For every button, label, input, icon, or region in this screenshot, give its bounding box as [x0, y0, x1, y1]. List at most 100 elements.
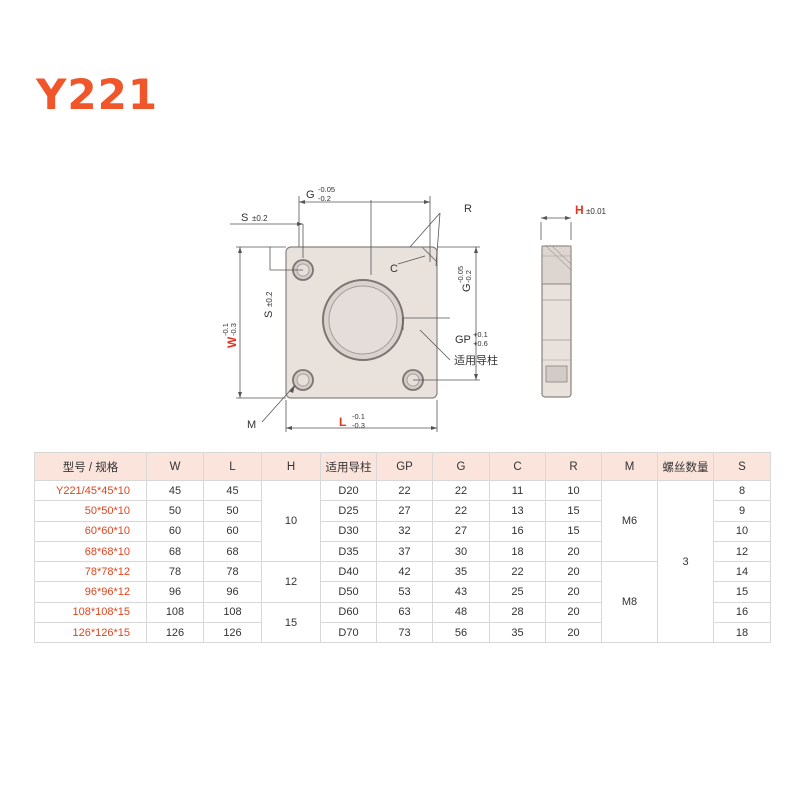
cell-w: 60 [146, 520, 204, 542]
cell-gp: 73 [376, 622, 433, 644]
dim-l: L [339, 415, 346, 429]
cell-g: 22 [432, 500, 490, 522]
dim-g-side-tol-upper: -0.05 [456, 266, 465, 283]
cell-s: 9 [713, 500, 771, 522]
header-s: S [713, 452, 771, 481]
cell-model: 108*108*15 [34, 601, 147, 624]
dim-h-tol: ±0.01 [586, 207, 607, 216]
cell-w: 96 [146, 581, 204, 603]
cell-m: M8 [601, 561, 658, 644]
dim-h: H [575, 203, 584, 217]
cell-post: D40 [320, 561, 377, 583]
technical-drawing: G -0.05 -0.2 R S ±0.2 S ±0.2 C W -0.1 -0… [221, 185, 607, 432]
cell-w: 108 [146, 601, 204, 624]
header-screw-count: 螺丝数量 [657, 452, 714, 481]
dim-g-side-tol-lower: -0.2 [464, 270, 473, 283]
cell-l: 96 [203, 581, 262, 603]
cell-s: 12 [713, 540, 771, 563]
cell-c: 16 [489, 520, 546, 542]
cell-gp: 22 [376, 479, 433, 502]
cell-model: 96*96*12 [34, 581, 147, 603]
table-row: 50*50*10 50 50 D25 27 22 13 15 9 [34, 500, 771, 522]
cell-s: 16 [713, 601, 771, 624]
cell-l: 60 [203, 520, 262, 542]
dim-m: M [247, 419, 256, 431]
cell-gp: 42 [376, 561, 433, 583]
cell-h: 12 [261, 561, 321, 603]
dim-g-top: G [306, 189, 315, 201]
dim-g-top-tol-lower: -0.2 [318, 194, 331, 203]
cell-gp: 63 [376, 601, 433, 624]
cell-c: 28 [489, 601, 546, 624]
dim-l-tol-lower: -0.3 [352, 421, 365, 430]
page-title: Y221 [36, 70, 159, 119]
cell-r: 20 [545, 601, 602, 624]
cell-r: 20 [545, 540, 602, 563]
cell-w: 45 [146, 479, 204, 502]
dim-g-top-tol-upper: -0.05 [318, 185, 335, 194]
center-bore-inner [328, 285, 398, 355]
header-m: M [601, 452, 658, 481]
dim-c: C [390, 263, 398, 275]
header-w: W [146, 452, 204, 481]
table-header-row: 型号 / 规格 W L H 适用导柱 GP G C R M 螺丝数量 S [34, 452, 771, 481]
dim-w-tol-lower: -0.3 [229, 323, 238, 336]
header-h: H [261, 452, 321, 481]
dim-s-side: S [263, 311, 275, 318]
dim-gp-tol-lower: +0.6 [473, 339, 488, 348]
cell-r: 20 [545, 561, 602, 583]
cell-s: 18 [713, 622, 771, 644]
front-view [285, 246, 438, 399]
dim-gp: GP [455, 334, 471, 346]
cell-w: 78 [146, 561, 204, 583]
cell-r: 20 [545, 581, 602, 603]
side-view [540, 216, 572, 398]
cell-r: 15 [545, 520, 602, 542]
cell-l: 78 [203, 561, 262, 583]
dim-r: R [464, 203, 472, 215]
dim-l-tol-upper: -0.1 [352, 412, 365, 421]
dim-g-side: G [461, 283, 473, 292]
cell-s: 8 [713, 479, 771, 502]
cell-model: 68*68*10 [34, 540, 147, 563]
cell-s: 14 [713, 561, 771, 583]
dim-s-side-tol: ±0.2 [265, 291, 274, 307]
cell-post: D20 [320, 479, 377, 502]
cell-c: 11 [489, 479, 546, 502]
cell-l: 68 [203, 540, 262, 563]
cell-post: D25 [320, 500, 377, 522]
cell-gp: 32 [376, 520, 433, 542]
cell-w: 126 [146, 622, 204, 644]
cell-g: 35 [432, 561, 490, 583]
header-guide-post: 适用导柱 [320, 452, 377, 481]
cell-w: 50 [146, 500, 204, 522]
header-c: C [489, 452, 546, 481]
spec-table: 型号 / 规格 W L H 适用导柱 GP G C R M 螺丝数量 S Y22… [34, 452, 771, 644]
cell-model: 50*50*10 [34, 500, 147, 522]
cell-h: 15 [261, 601, 321, 644]
cell-w: 68 [146, 540, 204, 563]
header-r: R [545, 452, 602, 481]
cell-g: 27 [432, 520, 490, 542]
cell-l: 50 [203, 500, 262, 522]
table-row: 108*108*15 108 108 15 D60 63 48 28 20 16 [34, 601, 771, 644]
cell-l: 126 [203, 622, 262, 644]
cell-c: 25 [489, 581, 546, 603]
cell-r: 20 [545, 622, 602, 644]
cell-s: 10 [713, 520, 771, 542]
header-l: L [203, 452, 262, 481]
table-row: 126*126*15 126 126 D70 73 56 35 20 18 [34, 622, 771, 644]
cell-model: Y221/45*45*10 [34, 479, 147, 502]
cell-h: 10 [261, 479, 321, 563]
cell-model: 78*78*12 [34, 561, 147, 583]
dim-s-top: S [241, 212, 248, 224]
cell-c: 18 [489, 540, 546, 563]
header-g: G [432, 452, 490, 481]
cell-model: 60*60*10 [34, 520, 147, 542]
cell-m: M6 [601, 479, 658, 563]
cell-model: 126*126*15 [34, 622, 147, 644]
cell-g: 22 [432, 479, 490, 502]
mounting-hole-bl-inner [296, 373, 310, 387]
dim-w-tol-upper: -0.1 [221, 323, 230, 336]
cell-post: D70 [320, 622, 377, 644]
